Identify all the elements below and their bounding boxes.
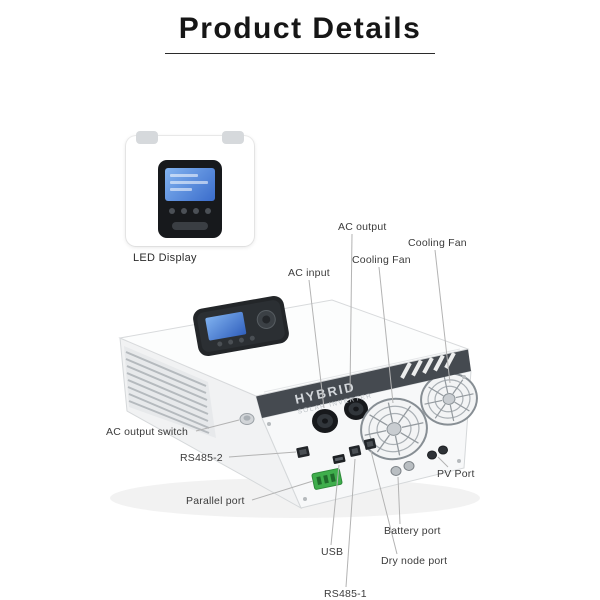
callout-rs485-2: RS485-2 — [180, 452, 223, 464]
top-display — [193, 295, 289, 357]
leader-battery-port — [397, 476, 401, 525]
display-button — [205, 208, 211, 214]
leader-rs485-1 — [345, 458, 356, 588]
page-title: Product Details — [164, 12, 436, 54]
display-button — [193, 208, 199, 214]
display-button — [169, 208, 175, 214]
callout-battery-port: Battery port — [384, 525, 441, 537]
band-stripes — [400, 352, 456, 379]
callout-ac-input: AC input — [288, 267, 330, 279]
rs485-2-port — [296, 446, 310, 458]
display-button-bar — [172, 222, 208, 230]
vent-louvers — [125, 351, 210, 434]
callout-rs485-1: RS485-1 — [324, 588, 367, 600]
callout-dry-node-port: Dry node port — [381, 555, 448, 567]
rs485-1-port — [348, 445, 362, 457]
battery-terminals — [390, 461, 415, 476]
leader-ac-output — [349, 233, 353, 393]
leader-dry-node-port — [370, 450, 398, 555]
display-buttons — [158, 208, 222, 214]
parallel-port-terminal — [311, 468, 343, 490]
display-button — [181, 208, 187, 214]
leader-rs485-2 — [228, 451, 297, 458]
left-face — [119, 337, 303, 510]
leader-usb — [330, 464, 340, 546]
mount-tab-left — [136, 131, 158, 144]
callout-cooling-fan-right: Cooling Fan — [408, 237, 467, 249]
callout-ac-output-switch: AC output switch — [106, 426, 188, 438]
leader-ac-output-switch — [195, 419, 240, 432]
callout-cooling-fan-left: Cooling Fan — [352, 254, 411, 266]
usb-port — [332, 454, 346, 464]
callout-parallel-port: Parallel port — [186, 495, 245, 507]
ac-output-connector — [344, 398, 368, 420]
top-face — [118, 295, 470, 397]
top-lcd-screen — [205, 311, 247, 341]
lcd-graphic-line — [170, 181, 208, 184]
leader-parallel-port — [251, 480, 314, 501]
leader-lines — [195, 233, 451, 588]
panel-screws — [267, 375, 466, 501]
callout-ac-output: AC output — [338, 221, 387, 233]
leader-pv-port — [437, 456, 449, 468]
mount-tab-right — [222, 131, 244, 144]
lcd-graphic-line — [170, 174, 198, 177]
page-title-wrap: Product Details — [0, 12, 600, 54]
lcd-graphic-line — [170, 188, 192, 191]
dry-node-port — [363, 438, 377, 450]
led-display-caption: LED Display — [133, 252, 197, 264]
callout-pv-port: PV Port — [437, 468, 475, 480]
callout-usb: USB — [321, 546, 344, 558]
led-display-inset — [126, 131, 254, 246]
ac-input-connector — [312, 409, 338, 433]
leader-cooling-fan-2 — [378, 266, 394, 404]
lcd-screen — [165, 168, 215, 201]
leader-cooling-fan-1 — [434, 249, 451, 384]
cooling-fan-grille-1 — [360, 397, 428, 461]
ac-output-switch-knob — [239, 413, 255, 425]
leader-ac-input — [308, 279, 325, 409]
led-display-module — [158, 160, 222, 238]
pv-connectors — [427, 445, 448, 460]
rear-panel — [261, 370, 478, 509]
